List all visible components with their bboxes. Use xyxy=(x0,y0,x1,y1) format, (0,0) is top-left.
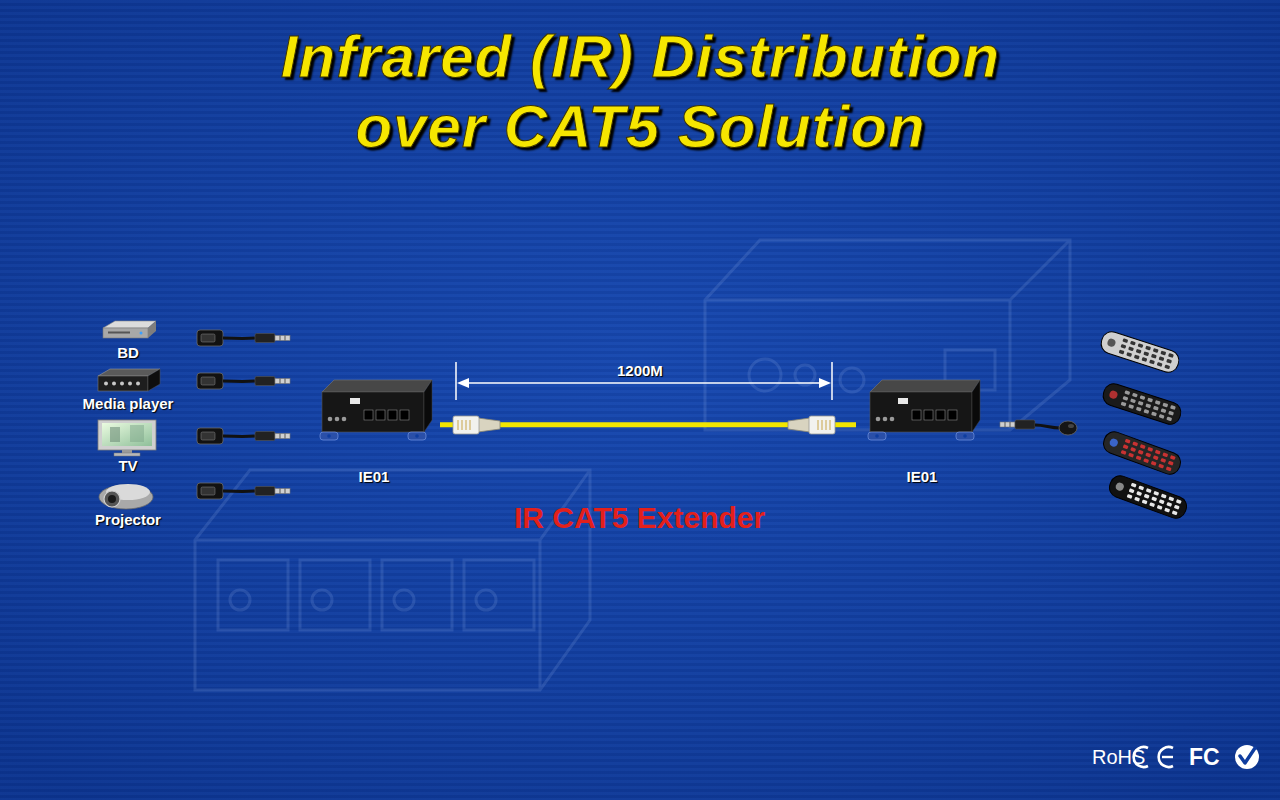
rohs-mark: RoHS xyxy=(1092,745,1145,769)
remote-control xyxy=(1101,429,1184,477)
rj45-plug-left xyxy=(453,416,500,434)
fcc-mark: FC xyxy=(1189,743,1220,771)
rj45-plug-right xyxy=(788,416,835,434)
fcc-mark-box: FC xyxy=(1189,743,1220,771)
device-label: Projector xyxy=(64,511,192,529)
device-label: IE01 xyxy=(856,468,988,486)
product-caption: IR CAT5 Extender xyxy=(514,500,765,536)
distance-label: 1200M xyxy=(617,362,663,380)
media-player: Media player xyxy=(64,366,192,413)
tv-set: TV xyxy=(64,416,192,475)
product-caption-box: IR CAT5 Extender xyxy=(514,500,765,536)
title-box: Infrared (IR) Distribution over CAT5 Sol… xyxy=(235,22,1046,162)
rohs-mark-box: RoHS xyxy=(1092,745,1145,769)
ghost-images xyxy=(195,240,1070,690)
tv-set-icon xyxy=(64,416,192,457)
ir-receiver-cable xyxy=(1000,420,1077,435)
device-label: IE01 xyxy=(308,468,440,486)
ir-extender-unit-icon xyxy=(856,376,988,468)
remote-controls xyxy=(1099,329,1190,521)
remote-control xyxy=(1107,473,1190,521)
ir-emitter-cables xyxy=(197,330,290,499)
title: Infrared (IR) Distribution over CAT5 Sol… xyxy=(235,22,1046,162)
bd-player: BD xyxy=(64,316,192,362)
remote-control xyxy=(1101,381,1184,427)
projector: Projector xyxy=(64,474,192,529)
bd-player-icon xyxy=(64,316,192,344)
device-label: Media player xyxy=(64,395,192,413)
projector-icon xyxy=(64,474,192,511)
remote-control xyxy=(1099,329,1182,375)
distance-label-box: 1200M xyxy=(617,362,663,380)
distance-dimension xyxy=(456,362,832,400)
device-label: BD xyxy=(64,344,192,362)
device-label: TV xyxy=(64,457,192,475)
ir-extender-unit: IE01 xyxy=(308,376,440,486)
media-player-icon xyxy=(64,366,192,395)
ir-extender-unit-icon xyxy=(308,376,440,468)
ir-extender-unit: IE01 xyxy=(856,376,988,486)
